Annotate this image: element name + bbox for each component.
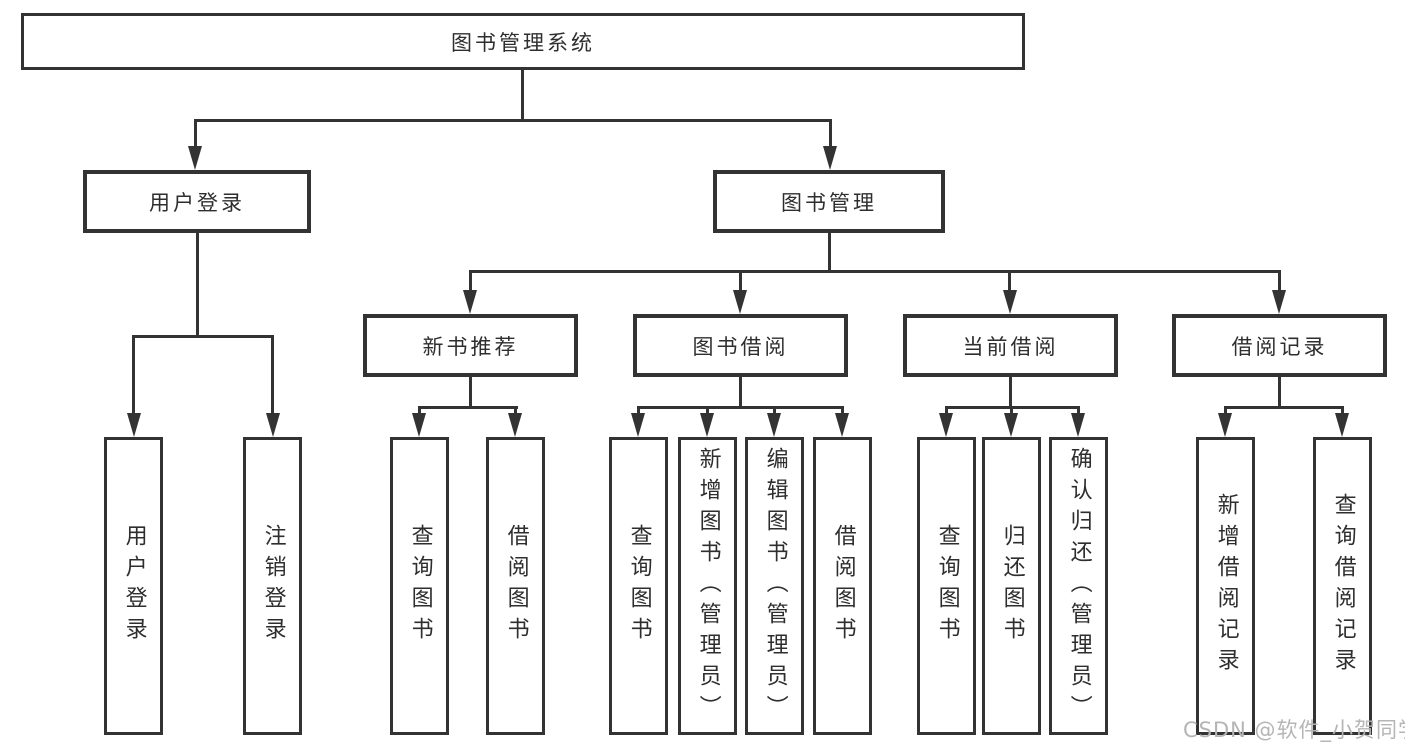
node-new-book-recommend: 新书推荐: [363, 314, 578, 377]
connector-line: [1224, 406, 1344, 409]
arrow-down-icon: [1218, 413, 1232, 437]
connector-line: [1009, 377, 1012, 406]
node-book-borrow-label: 图书借阅: [692, 334, 789, 359]
node-leaf-add-books-admin-label: 新增图书（管理员）: [695, 446, 721, 726]
node-leaf-confirm-return-admin: 确认归还（管理员）: [1049, 437, 1108, 735]
node-leaf-borrow-books-recommend: 借阅图书: [486, 437, 545, 735]
arrow-down-icon: [1004, 413, 1018, 437]
connector-line: [637, 406, 844, 409]
connector-line: [196, 233, 199, 335]
arrow-down-icon: [835, 413, 849, 437]
arrow-down-icon: [412, 413, 426, 437]
node-leaf-borrow-books-recommend-label: 借阅图书: [503, 524, 529, 648]
connector-line: [271, 335, 274, 415]
arrow-down-icon: [127, 413, 141, 437]
node-leaf-borrow-books-label: 借阅图书: [830, 524, 856, 648]
arrow-down-icon: [631, 413, 645, 437]
node-leaf-add-books-admin: 新增图书（管理员）: [678, 437, 737, 735]
connector-line: [469, 377, 472, 406]
node-leaf-add-borrow-record-label: 新增借阅记录: [1213, 493, 1239, 679]
node-root-label: 图书管理系统: [451, 30, 595, 55]
connector-line: [469, 270, 1281, 273]
connector-line: [194, 119, 197, 149]
connector-line: [637, 406, 640, 415]
connector-line: [1010, 406, 1013, 415]
node-leaf-query-books-borrow-label: 查询图书: [626, 524, 652, 648]
arrow-down-icon: [700, 413, 714, 437]
node-leaf-query-books-current: 查询图书: [917, 437, 976, 735]
node-leaf-query-borrow-record: 查询借阅记录: [1313, 437, 1372, 735]
arrow-down-icon: [463, 290, 477, 314]
connector-line: [828, 233, 831, 270]
arrow-down-icon: [508, 413, 522, 437]
connector-line: [945, 406, 948, 415]
node-borrow-records-label: 借阅记录: [1231, 334, 1328, 359]
connector-line: [514, 406, 517, 415]
node-book-management-label: 图书管理: [781, 190, 877, 215]
connector-line: [469, 270, 472, 292]
connector-line: [841, 406, 844, 415]
node-leaf-edit-books-admin: 编辑图书（管理员）: [745, 437, 804, 735]
node-leaf-confirm-return-admin-label: 确认归还（管理员）: [1066, 446, 1092, 726]
node-leaf-query-books-borrow: 查询图书: [609, 437, 668, 735]
arrow-down-icon: [266, 413, 280, 437]
connector-line: [521, 70, 524, 119]
connector-line: [829, 119, 832, 149]
node-leaf-user-login: 用户登录: [104, 437, 163, 735]
arrow-down-icon: [767, 413, 781, 437]
node-leaf-user-login-label: 用户登录: [121, 524, 147, 648]
arrow-down-icon: [733, 290, 747, 314]
connector-line: [195, 119, 832, 122]
connector-line: [1077, 406, 1080, 415]
connector-line: [132, 335, 274, 338]
connector-line: [418, 406, 421, 415]
arrow-down-icon: [823, 146, 837, 170]
node-leaf-add-borrow-record: 新增借阅记录: [1196, 437, 1255, 735]
node-leaf-query-books-recommend: 查询图书: [390, 437, 449, 735]
node-book-management: 图书管理: [713, 170, 945, 233]
arrow-down-icon: [188, 146, 202, 170]
connector-line: [1008, 270, 1011, 292]
node-leaf-edit-books-admin-label: 编辑图书（管理员）: [762, 446, 788, 726]
connector-line: [418, 406, 518, 409]
node-current-borrow: 当前借阅: [903, 314, 1118, 377]
connector-line: [1278, 377, 1281, 406]
node-root: 图书管理系统: [21, 13, 1025, 70]
node-leaf-return-books-label: 归还图书: [999, 524, 1025, 648]
node-leaf-logout: 注销登录: [243, 437, 302, 735]
node-new-book-recommend-label: 新书推荐: [422, 334, 519, 359]
node-current-borrow-label: 当前借阅: [962, 334, 1059, 359]
connector-line: [132, 335, 135, 415]
connector-line: [773, 406, 776, 415]
connector-line: [1224, 406, 1227, 415]
connector-line: [1341, 406, 1344, 415]
connector-line: [706, 406, 709, 415]
node-leaf-return-books: 归还图书: [982, 437, 1041, 735]
node-leaf-query-books-current-label: 查询图书: [934, 524, 960, 648]
node-leaf-logout-label: 注销登录: [260, 524, 286, 648]
node-book-borrow: 图书借阅: [633, 314, 848, 377]
node-borrow-records: 借阅记录: [1172, 314, 1387, 377]
node-user-login-label: 用户登录: [149, 190, 245, 215]
arrow-down-icon: [939, 413, 953, 437]
arrow-down-icon: [1335, 413, 1349, 437]
arrow-down-icon: [1272, 290, 1286, 314]
node-leaf-query-borrow-record-label: 查询借阅记录: [1330, 493, 1356, 679]
node-user-login: 用户登录: [83, 170, 311, 233]
connector-line: [739, 377, 742, 406]
arrow-down-icon: [1003, 290, 1017, 314]
connector-line: [1278, 270, 1281, 292]
node-leaf-query-books-recommend-label: 查询图书: [407, 524, 433, 648]
csdn-watermark: CSDN @软件_小贺同学: [1183, 718, 1405, 742]
arrow-down-icon: [1071, 413, 1085, 437]
node-leaf-borrow-books: 借阅图书: [813, 437, 872, 735]
connector-line: [739, 270, 742, 292]
